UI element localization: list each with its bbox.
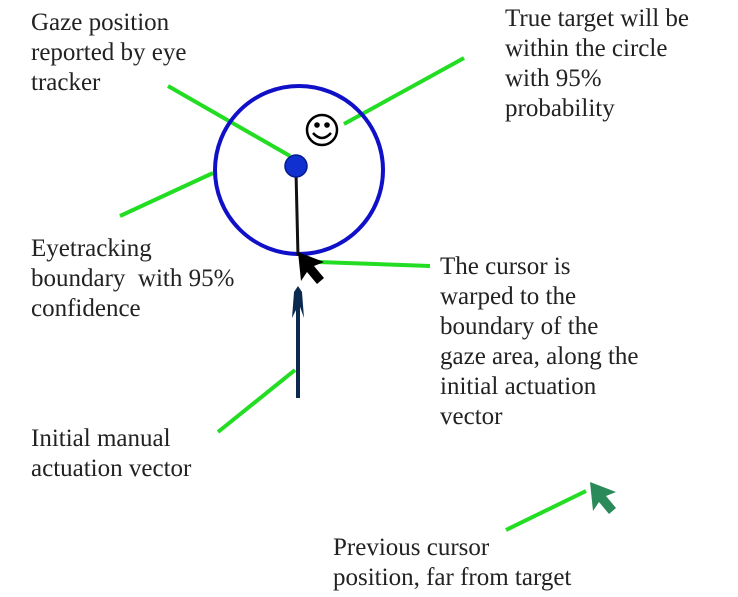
label-line: with 95%	[505, 65, 602, 92]
label-line: Gaze position	[31, 9, 170, 36]
label-line: Previous cursor	[333, 534, 490, 561]
label-line: vector	[440, 403, 503, 430]
smiley-face-icon	[305, 113, 339, 147]
label-true-target: True target will be within the circle wi…	[505, 4, 689, 124]
label-line: within the circle	[505, 35, 668, 62]
label-line: Initial manual	[31, 425, 171, 452]
label-previous-cursor: Previous cursor position, far from targe…	[333, 533, 571, 593]
label-initial-vector: Initial manual actuation vector	[31, 424, 191, 484]
label-line: confidence	[31, 295, 141, 322]
previous-cursor-icon	[590, 482, 616, 514]
label-line: initial actuation	[440, 373, 597, 400]
leader-line-target	[343, 56, 465, 126]
label-line: reported by eye	[31, 39, 187, 66]
actuation-vector-arrowhead	[292, 286, 304, 318]
label-line: position, far from target	[333, 564, 572, 591]
label-line: warped to the	[440, 283, 577, 310]
label-cursor-warped: The cursor is warped to the boundary of …	[440, 252, 639, 432]
label-eyetracking-boundary: Eyetracking boundary with 95% confidence	[31, 234, 234, 324]
gaze-position-dot	[284, 154, 308, 178]
arrow-cursor-icon	[298, 252, 324, 284]
label-line: gaze area, along the	[440, 343, 639, 370]
leader-line-boundary	[119, 171, 214, 218]
leader-line-vector	[216, 368, 297, 434]
label-line: The cursor is	[440, 253, 571, 280]
warp-line	[294, 171, 300, 257]
label-line: Eyetracking	[31, 235, 152, 262]
label-line: boundary with 95%	[31, 265, 235, 292]
label-gaze-position: Gaze position reported by eye tracker	[31, 8, 186, 98]
label-line: boundary of the	[440, 313, 599, 340]
label-line: probability	[505, 95, 615, 122]
label-line: True target will be	[505, 5, 690, 32]
leader-line-cursor	[317, 260, 431, 268]
label-line: actuation vector	[31, 455, 192, 482]
label-line: tracker	[31, 69, 101, 96]
leader-line-previous	[505, 489, 587, 532]
